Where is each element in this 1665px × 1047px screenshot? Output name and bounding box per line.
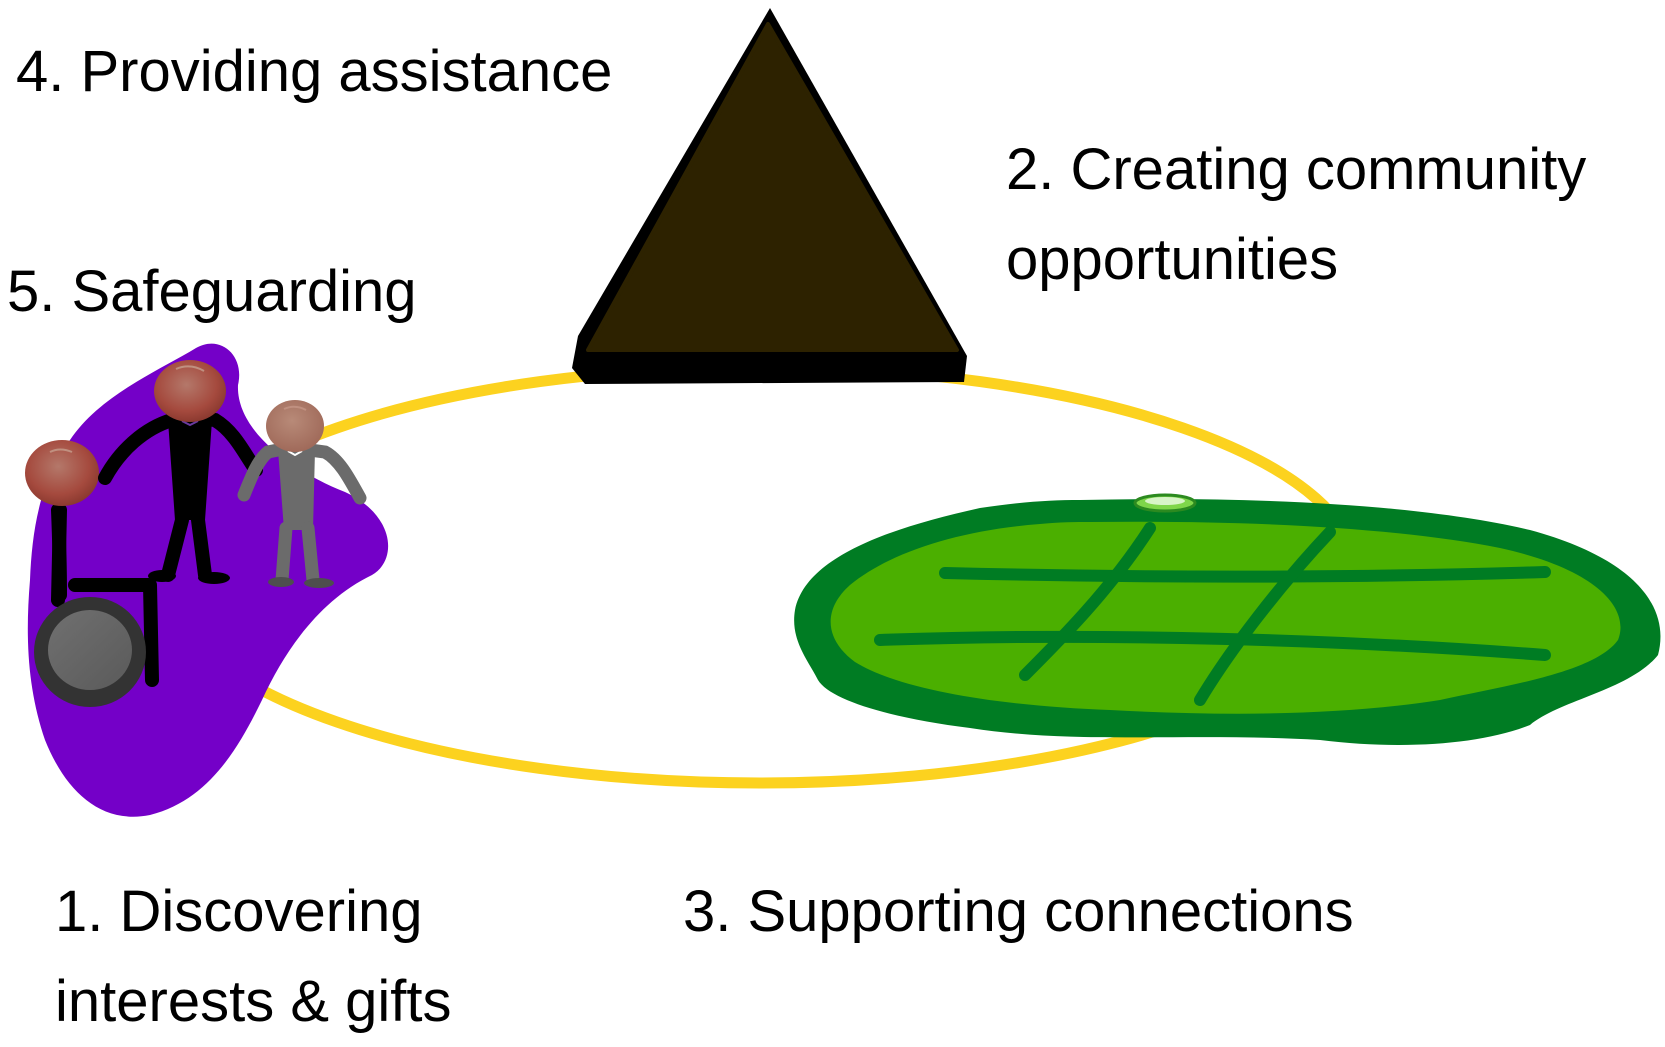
label-creating-community-line1: 2. Creating community bbox=[1006, 137, 1587, 202]
label-providing-assistance-text: 4. Providing assistance bbox=[16, 39, 613, 104]
tall-person bbox=[98, 360, 263, 584]
label-creating-community-opportunities: 2. Creating community opportunities bbox=[1006, 125, 1586, 305]
label-providing-assistance: 4. Providing assistance bbox=[16, 27, 612, 117]
label-safeguarding: 5. Safeguarding bbox=[7, 247, 417, 337]
wheelchair-person bbox=[25, 440, 159, 707]
label-creating-community-line2: opportunities bbox=[1006, 226, 1339, 292]
label-supporting-connections-text: 3. Supporting connections bbox=[683, 879, 1354, 944]
assistance-triangle bbox=[572, 8, 967, 384]
label-supporting-connections: 3. Supporting connections bbox=[683, 867, 1354, 957]
child-person bbox=[237, 400, 367, 588]
label-discovering-line1: 1. Discovering bbox=[55, 879, 423, 944]
label-discovering-line2: interests & gifts bbox=[55, 968, 452, 1034]
label-safeguarding-text: 5. Safeguarding bbox=[7, 259, 417, 324]
people-group bbox=[25, 343, 389, 817]
connections-pad bbox=[794, 493, 1661, 745]
label-discovering-interests: 1. Discovering interests & gifts bbox=[55, 867, 451, 1047]
